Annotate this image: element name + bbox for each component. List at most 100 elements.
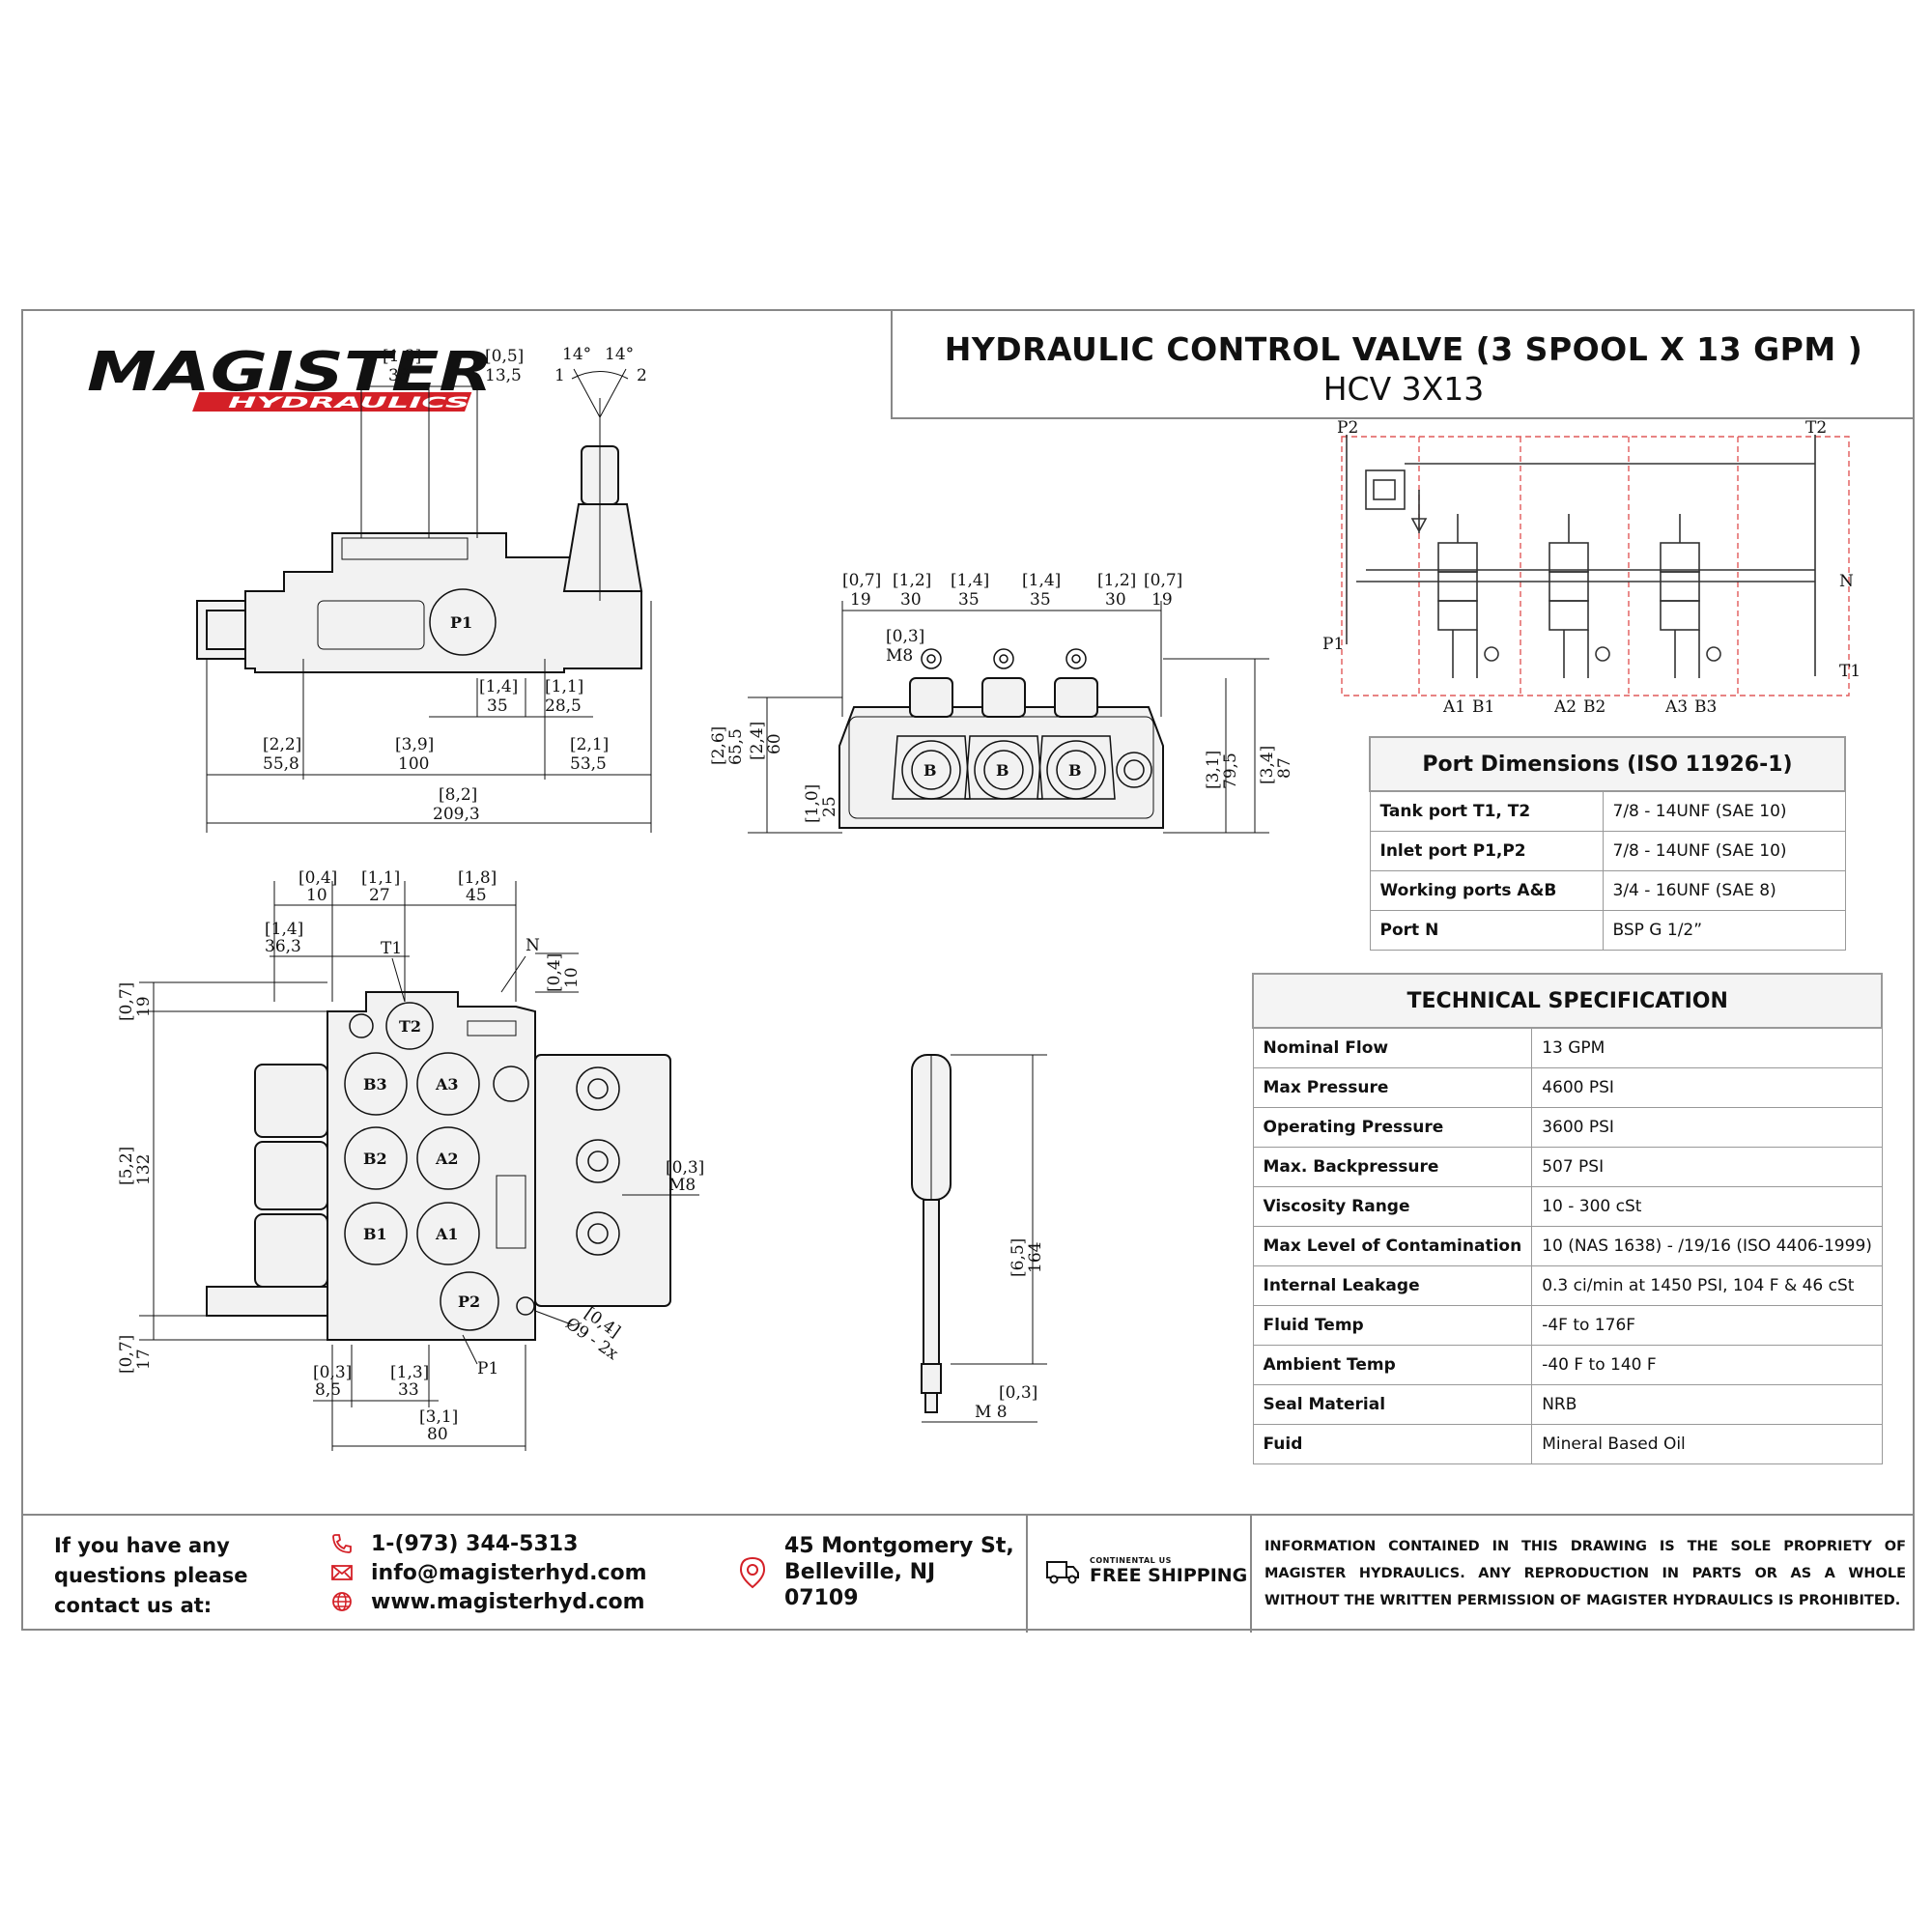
dim-side-6-bracket: [3,9] (395, 735, 434, 754)
lever-view: [6,5] 164 [0,3] M 8 (911, 1054, 1047, 1423)
sch-label-b3: B3 (1694, 697, 1717, 717)
sch-label-b1: B1 (1472, 697, 1494, 717)
title-block: HYDRAULIC CONTROL VALVE (3 SPOOL X 13 GP… (891, 311, 1915, 419)
dim-side-4-value: 28,5 (545, 696, 582, 716)
dim-top-3-value: 45 (466, 886, 487, 905)
dim-front-top-2-value: 30 (900, 590, 922, 610)
dim-front-top-3-bracket: [1,4] (951, 571, 989, 590)
schematic-spool-3 (1660, 514, 1721, 678)
website-link[interactable]: www.magisterhyd.com (371, 1589, 645, 1614)
phone-icon (332, 1534, 352, 1553)
dim-top-3-bracket: [1,8] (458, 868, 497, 888)
svg-text:P2: P2 (458, 1293, 480, 1311)
dim-side-6-value: 100 (398, 754, 429, 774)
sch-label-p1: P1 (1322, 635, 1344, 654)
shipping-label: FREE SHIPPING (1090, 1565, 1248, 1586)
phone-link[interactable]: 1-(973) 344-5313 (371, 1531, 579, 1556)
drawing-sheet: MAGISTER HYDRAULICS HYDRAULIC CONTROL VA… (21, 309, 1915, 1633)
dim-top-9-value: 17 (134, 1349, 154, 1370)
dim-side-5-bracket: [2,2] (263, 735, 301, 754)
svg-text:B: B (1068, 761, 1082, 780)
angle-right-label: 14° (605, 345, 634, 364)
dim-top-1-bracket: [0,4] (298, 868, 337, 888)
pos-2-label: 2 (637, 366, 647, 385)
dim-side-7-bracket: [2,1] (570, 735, 609, 754)
page-title: HYDRAULIC CONTROL VALVE (3 SPOOL X 13 GP… (944, 330, 1863, 368)
dim-front-top-6-bracket: [0,7] (1144, 571, 1182, 590)
top-port-p2 (440, 1271, 499, 1331)
dim-front-top-1-value: 19 (850, 590, 871, 610)
dim-top-11-bracket: [1,3] (390, 1363, 429, 1382)
dim-top-4-value: 36,3 (265, 937, 301, 956)
dim-front-top-5-value: 30 (1105, 590, 1126, 610)
dim-front-top-3-value: 35 (958, 590, 980, 610)
hydraulic-schematic: P2 T2 N P1 T1 A1 B1 A2 B2 A3 B3 (1322, 418, 1861, 717)
dim-front-top-5-bracket: [1,2] (1097, 571, 1136, 590)
sch-label-n: N (1839, 572, 1854, 591)
sch-label-t1: T1 (1839, 662, 1861, 681)
svg-text:B3: B3 (363, 1075, 387, 1094)
dim-top-9-bracket: [0,7] (117, 1335, 136, 1374)
free-shipping-badge: CONTINENTAL US FREE SHIPPING (1045, 1556, 1247, 1586)
dim-lever-length-value: 164 (1026, 1242, 1045, 1273)
top-port-a3 (416, 1052, 480, 1116)
dim-front-top-4-value: 35 (1030, 590, 1051, 610)
technical-spec-title: TECHNICAL SPECIFICATION (1251, 973, 1884, 1029)
dim-top-5-value: 10 (562, 967, 582, 988)
dim-top-4-bracket: [1,4] (265, 920, 303, 939)
dim-side-1-bracket: [1,3] (383, 347, 421, 366)
dim-top-7-bracket: [5,2] (117, 1147, 136, 1185)
dim-front-side-3-value: 25 (820, 796, 839, 817)
dim-front-top-6-value: 19 (1151, 590, 1173, 610)
dim-front-side-3-bracket: [1,0] (803, 784, 822, 823)
dim-side-1-value: 33 (388, 366, 410, 385)
dim-top-6-bracket: [0,7] (117, 982, 136, 1021)
phone-row[interactable]: 1-(973) 344-5313 (330, 1529, 647, 1558)
top-port-b2 (344, 1126, 408, 1190)
dim-front-top-1-bracket: [0,7] (842, 571, 881, 590)
side-port-circle (429, 588, 497, 656)
shipping-region: CONTINENTAL US (1090, 1556, 1172, 1565)
address-block: 45 Montgomery St, Belleville, NJ 07109 (738, 1533, 1014, 1611)
dim-side-2-value: 13,5 (485, 366, 522, 385)
dim-side-7-value: 53,5 (570, 754, 607, 774)
email-link[interactable]: info@magisterhyd.com (371, 1560, 647, 1585)
email-row[interactable]: info@magisterhyd.com (330, 1558, 647, 1587)
dim-side-8-bracket: [8,2] (439, 785, 477, 805)
table-row: Ambient Temp-40 F to 140 F (1252, 1345, 1883, 1385)
svg-text:A2: A2 (435, 1150, 459, 1168)
top-label-n: N (526, 936, 540, 955)
contact-prompt: If you have any questions please contact… (54, 1534, 248, 1617)
top-port-a1 (416, 1202, 480, 1265)
dim-side-2-bracket: [0,5] (485, 347, 524, 366)
front-spool-1: B (892, 648, 971, 800)
svg-text:A3: A3 (435, 1075, 459, 1094)
dim-front-side-5-bracket: [3,4] (1258, 746, 1277, 784)
dim-top-5-bracket: [0,4] (545, 953, 564, 992)
model-number: HCV 3X13 (1322, 370, 1485, 408)
globe-icon (332, 1592, 352, 1611)
truck-icon (1046, 1560, 1079, 1583)
dim-top-12-bracket: [3,1] (419, 1407, 458, 1427)
table-row: Inlet port P1,P2 7/8 - 14UNF (SAE 10) (1369, 831, 1846, 871)
svg-text:B1: B1 (363, 1225, 387, 1243)
dim-top-10-value: 8,5 (315, 1380, 341, 1400)
footer-divider (1026, 1516, 1028, 1633)
footer: If you have any questions please contact… (23, 1514, 1913, 1633)
svg-text:T2: T2 (399, 1017, 421, 1036)
dim-front-top-4-bracket: [1,4] (1022, 571, 1061, 590)
schematic-spool-1 (1437, 514, 1499, 678)
svg-text:A1: A1 (435, 1225, 459, 1243)
dim-front-top-2-bracket: [1,2] (893, 571, 931, 590)
dim-side-8-value: 209,3 (433, 805, 480, 824)
dim-side-3-bracket: [1,4] (479, 677, 518, 696)
dim-top-8-bracket: [0,3] (666, 1158, 704, 1178)
schematic-spool-2 (1548, 514, 1610, 678)
web-row[interactable]: www.magisterhyd.com (330, 1587, 647, 1616)
address-line-1: 45 Montgomery St, (784, 1534, 1014, 1558)
svg-text:B: B (923, 761, 937, 780)
